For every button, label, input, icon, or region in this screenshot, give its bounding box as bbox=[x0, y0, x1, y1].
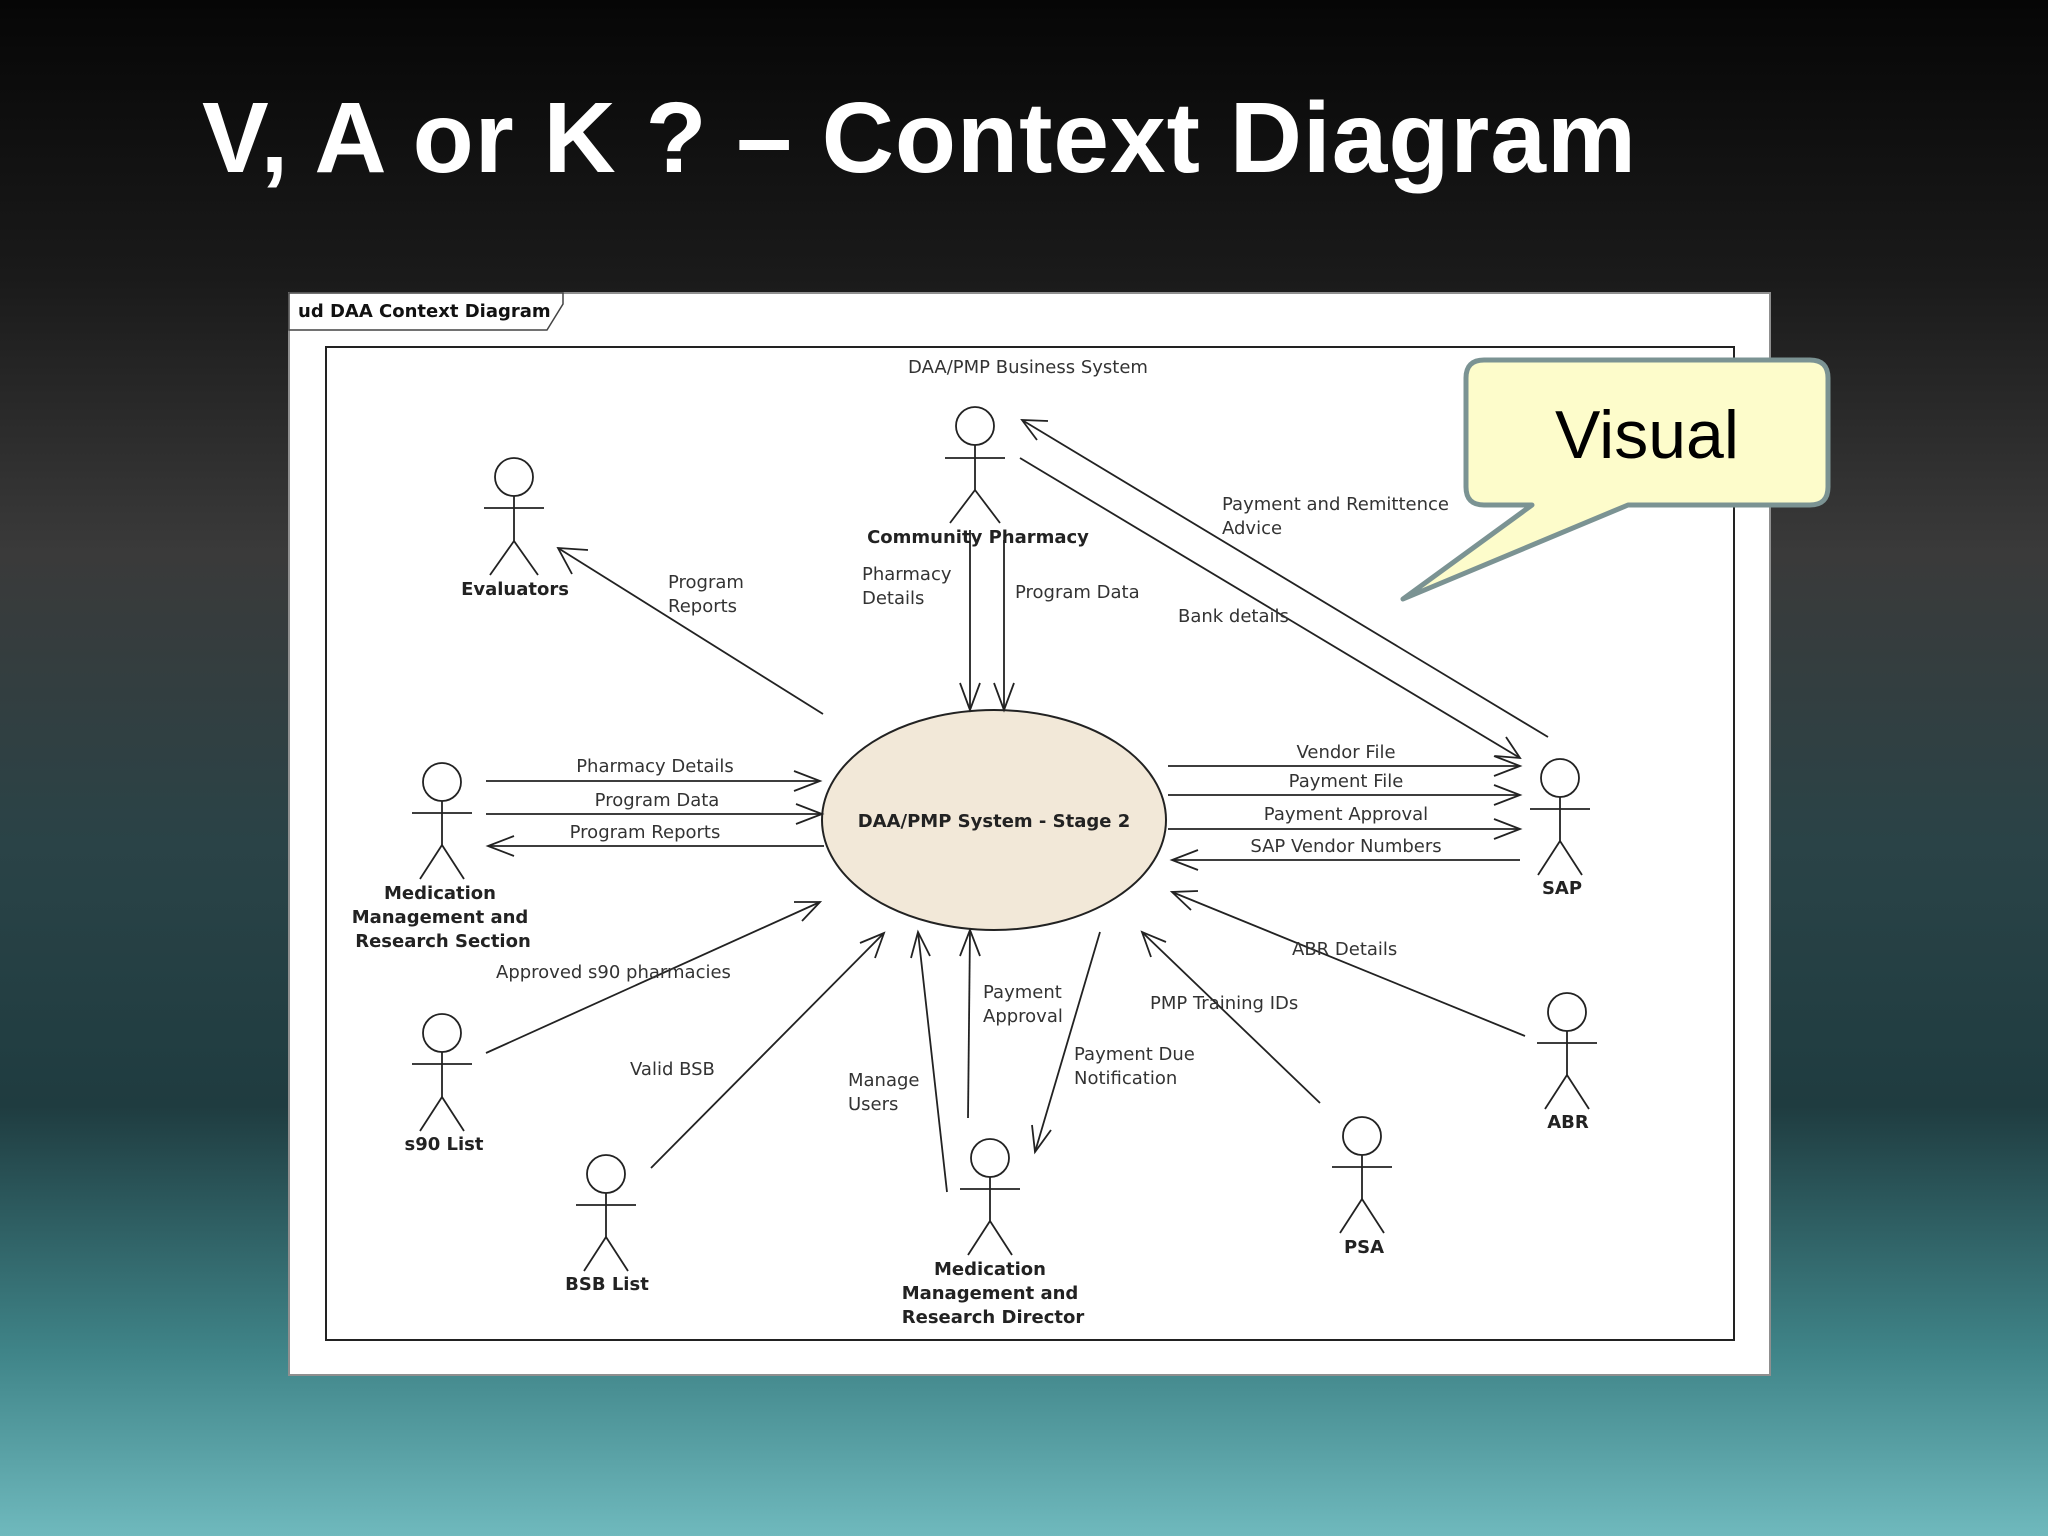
flow-line bbox=[1019, 457, 1521, 759]
arrowhead bbox=[959, 927, 981, 957]
frame-tag-label: ud DAA Context Diagram bbox=[298, 301, 551, 322]
actor-mm-section-label-2: Management and bbox=[352, 907, 529, 928]
flow-label: Payment File bbox=[1289, 771, 1404, 792]
actor-mm-director-label-2: Management and bbox=[902, 1283, 1079, 1304]
flow-label: Pharmacy Details bbox=[576, 756, 734, 777]
actor-sap: SAP bbox=[1530, 758, 1590, 899]
arrowhead bbox=[795, 803, 825, 825]
flow-line bbox=[1171, 891, 1526, 1037]
flow-line bbox=[485, 901, 821, 1054]
arrowhead bbox=[910, 929, 931, 959]
flow-label: ABR Details bbox=[1292, 939, 1397, 960]
system-ellipse bbox=[821, 709, 1167, 931]
actor-sap-label: SAP bbox=[1542, 878, 1582, 899]
system-label: DAA/PMP System - Stage 2 bbox=[858, 811, 1131, 832]
actor-abr-label: ABR bbox=[1547, 1112, 1589, 1133]
flow-label: Program bbox=[668, 572, 744, 593]
actor-mm-section-label-1: Medication bbox=[384, 883, 496, 904]
actor-medication-mgmt-director: Medication Management and Research Direc… bbox=[902, 1138, 1085, 1328]
actor-bsb-list-label: BSB List bbox=[565, 1274, 649, 1295]
flow-label: Details bbox=[862, 588, 924, 609]
flow-label: Manage bbox=[848, 1070, 920, 1091]
actor-mm-director-label-1: Medication bbox=[934, 1259, 1046, 1280]
flow-label: Payment Due bbox=[1074, 1044, 1195, 1065]
arrowhead bbox=[793, 770, 823, 792]
arrowhead bbox=[1493, 784, 1523, 806]
arrowhead bbox=[1169, 849, 1199, 871]
flow-line bbox=[557, 547, 824, 715]
flow-label: Notification bbox=[1074, 1068, 1177, 1089]
arrowhead bbox=[1169, 890, 1199, 911]
flow-label: SAP Vendor Numbers bbox=[1250, 836, 1441, 857]
flow-label: Payment Approval bbox=[1264, 804, 1428, 825]
slide-title: V, A or K ? – Context Diagram bbox=[202, 82, 1637, 194]
frame-tag: ud DAA Context Diagram bbox=[288, 292, 564, 331]
actor-evaluators-label: Evaluators bbox=[461, 579, 569, 600]
actor-medication-mgmt-section: Medication Management and Research Secti… bbox=[352, 762, 531, 952]
flow-label: Payment and Remittence bbox=[1222, 494, 1449, 515]
arrowhead bbox=[1140, 930, 1167, 958]
flow-label: Bank details bbox=[1178, 606, 1289, 627]
actor-bsb-list: BSB List bbox=[565, 1154, 649, 1295]
arrowhead bbox=[1031, 1124, 1052, 1155]
arrowhead bbox=[1493, 818, 1523, 840]
actor-abr: ABR bbox=[1537, 992, 1597, 1133]
callout-label: Visual bbox=[1555, 397, 1739, 473]
arrowhead bbox=[1493, 755, 1523, 777]
flow-label: Pharmacy bbox=[862, 564, 952, 585]
actor-mm-section-label-3: Research Section bbox=[355, 931, 531, 952]
arrowhead bbox=[1020, 419, 1049, 441]
actor-psa: PSA bbox=[1332, 1116, 1392, 1258]
flow-line bbox=[650, 932, 885, 1169]
arrowhead bbox=[556, 546, 589, 575]
flow-label: Users bbox=[848, 1094, 898, 1115]
flow-label: Payment bbox=[983, 982, 1062, 1003]
flow-label: Vendor File bbox=[1296, 742, 1395, 763]
actor-evaluators: Evaluators bbox=[461, 457, 569, 600]
actor-community-pharmacy: Community Pharmacy bbox=[867, 406, 1089, 548]
flow-label: Advice bbox=[1222, 518, 1282, 539]
actor-s90-list-label: s90 List bbox=[405, 1134, 484, 1155]
flow-label: Program Data bbox=[1015, 582, 1140, 603]
flow-line bbox=[1141, 931, 1321, 1104]
flow-label: Approved s90 pharmacies bbox=[496, 962, 731, 983]
system-boundary bbox=[325, 346, 1735, 1341]
actor-community-pharmacy-label: Community Pharmacy bbox=[867, 527, 1089, 548]
arrowhead bbox=[993, 682, 1015, 713]
boundary-label: DAA/PMP Business System bbox=[908, 357, 1148, 378]
arrowhead bbox=[1494, 736, 1522, 760]
visual-callout: Visual bbox=[1400, 357, 1831, 602]
actor-s90-list: s90 List bbox=[405, 1013, 484, 1155]
flow-label: PMP Training IDs bbox=[1150, 993, 1298, 1014]
actor-mm-director-label-3: Research Director bbox=[902, 1307, 1085, 1328]
flow-label: Program Data bbox=[595, 790, 720, 811]
arrowhead bbox=[959, 682, 981, 713]
arrowhead bbox=[859, 931, 886, 959]
flow-line bbox=[1021, 419, 1549, 738]
flow-label: Valid BSB bbox=[630, 1059, 715, 1080]
flow-line bbox=[1034, 931, 1101, 1153]
flow-line bbox=[917, 931, 948, 1193]
flow-line bbox=[967, 929, 971, 1119]
flow-label: Approval bbox=[983, 1006, 1063, 1027]
flow-label: Program Reports bbox=[570, 822, 721, 843]
flow-label: Reports bbox=[668, 596, 737, 617]
arrowhead bbox=[485, 835, 515, 857]
arrowhead bbox=[794, 901, 823, 922]
actor-psa-label: PSA bbox=[1344, 1237, 1384, 1258]
